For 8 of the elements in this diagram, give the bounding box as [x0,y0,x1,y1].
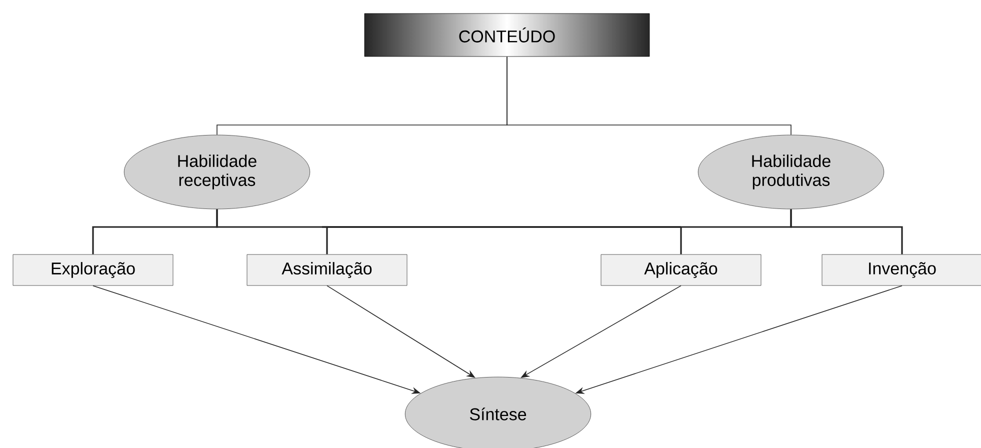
tree-line [790,209,903,254]
stage-box: Invenção [822,254,981,286]
tree-line [506,56,792,136]
tree-line [216,209,328,254]
title-box: CONTEÚDO [364,13,650,57]
stage-box: Assimilação [246,254,408,286]
stage-box: Aplicação [600,254,762,286]
stage-box: Exploração [12,254,174,286]
